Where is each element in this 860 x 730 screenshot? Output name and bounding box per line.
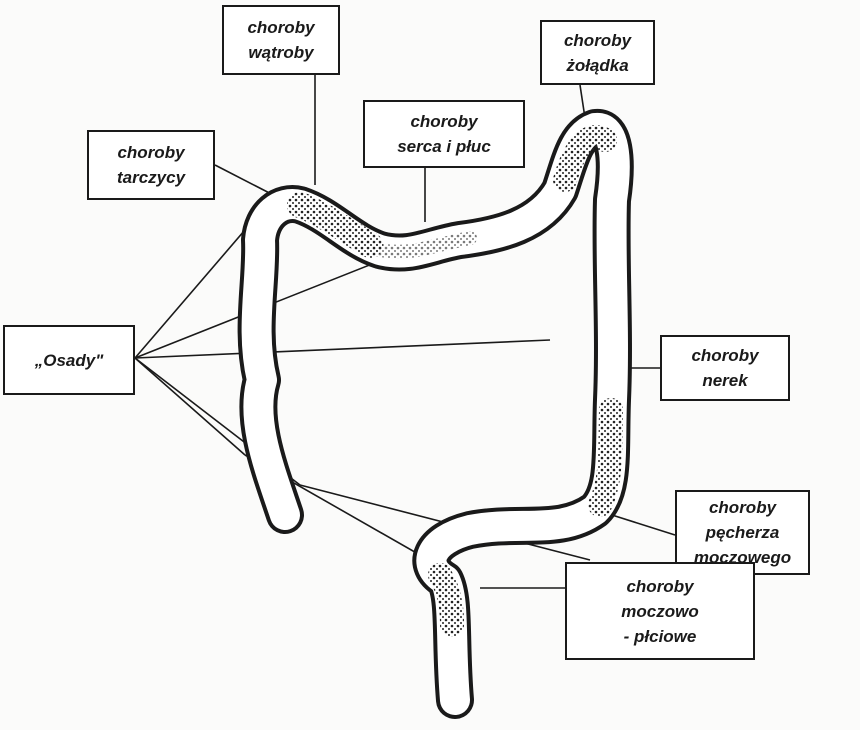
box-label: żołądka <box>566 55 629 75</box>
box-label: choroby <box>626 576 694 596</box>
box-liver-diseases: choroby wątroby <box>222 5 340 75</box>
box-label: choroby <box>708 498 777 517</box>
box-label: tarczycy <box>116 168 186 187</box>
box-heart-lung-diseases: choroby serca i płuc <box>363 100 525 168</box>
box-bladder-diseases: choroby pęcherza moczowego <box>675 490 810 575</box>
box-label: choroby <box>563 30 632 50</box>
box-thyroid-diseases: choroby tarczycy <box>87 130 215 200</box>
box-urogenital-diseases: choroby moczowo - płciowe <box>565 562 755 660</box>
box-kidney-diseases: choroby nerek <box>660 335 790 401</box>
box-label: moczowo <box>621 601 699 621</box>
box-label: choroby <box>247 18 315 37</box>
colon-outline <box>237 109 634 719</box>
box-label: pęcherza <box>705 523 780 542</box>
box-label: nerek <box>702 371 748 390</box>
box-stomach-diseases: choroby żołądka <box>540 20 655 85</box>
box-label: - płciowe <box>623 626 697 646</box>
center-box-osady: „Osady" <box>3 325 135 395</box>
center-label: „Osady" <box>34 350 104 370</box>
box-label: choroby <box>410 112 478 131</box>
box-label: choroby <box>117 143 185 162</box>
box-label: serca i płuc <box>397 137 491 156</box>
box-label: choroby <box>691 346 759 365</box>
box-label: wątroby <box>248 43 314 62</box>
